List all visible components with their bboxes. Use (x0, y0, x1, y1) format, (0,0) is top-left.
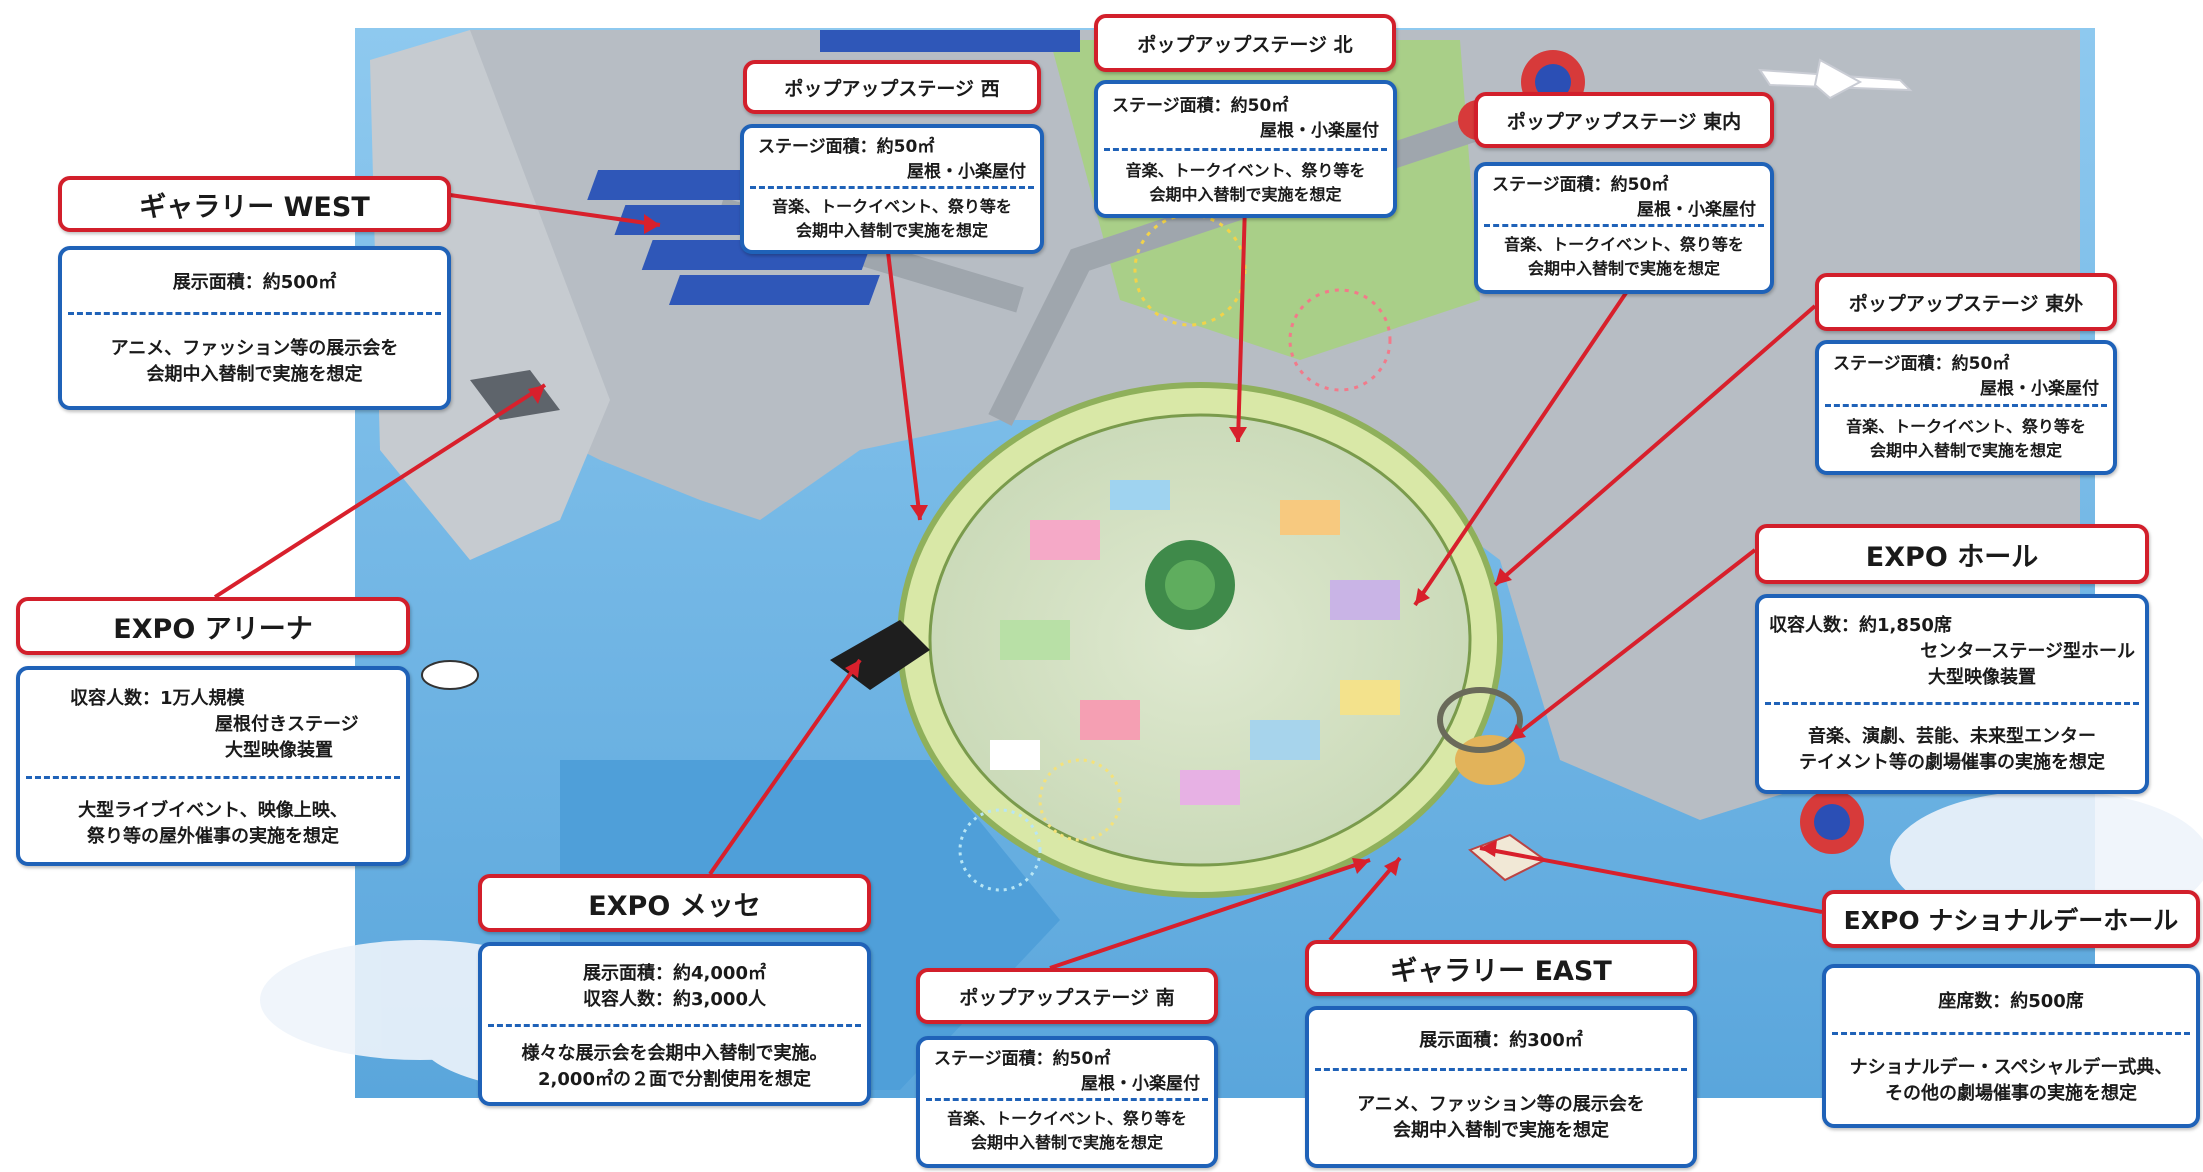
national-day-hall-seats: 座席数：約500席 (1938, 991, 2084, 1012)
gallery-west-info: 展示面積：約500㎡ アニメ、ファッション等の展示会を 会期中入替制で実施を想定 (58, 246, 451, 410)
popup-east-outer-info: ステージ面積：約50㎡ 屋根・小楽屋付 音楽、トークイベント、祭り等を 会期中入… (1815, 340, 2117, 475)
popup-west-desc-1: 音楽、トークイベント、祭り等を (772, 197, 1012, 216)
expo-hall-desc-1: 音楽、演劇、芸能、未来型エンター (1808, 726, 2096, 747)
popup-west-roof: 屋根・小楽屋付 (907, 162, 1026, 182)
popup-north-info: ステージ面積：約50㎡ 屋根・小楽屋付 音楽、トークイベント、祭り等を 会期中入… (1094, 80, 1397, 218)
expo-messe-desc-1: 様々な展示会を会期中入替制で実施。 (521, 1043, 828, 1064)
popup-east-inner-desc-2: 会期中入替制で実施を想定 (1527, 259, 1720, 278)
expo-arena-desc-2: 祭り等の屋外催事の実施を想定 (87, 826, 339, 847)
expo-hall-info: 収容人数：約1,850席 センターステージ型ホール 大型映像装置 音楽、演劇、芸… (1755, 594, 2149, 794)
airplane-icon (1758, 58, 1913, 100)
boat-icon (421, 660, 479, 690)
national-day-hall-desc-2: その他の劇場催事の実施を想定 (1885, 1083, 2137, 1104)
national-day-hall-desc-1: ナショナルデー・スペシャルデー式典、 (1849, 1057, 2173, 1078)
gallery-east-desc-1: アニメ、ファッション等の展示会を (1357, 1094, 1645, 1115)
gallery-east-title: ギャラリー EAST (1305, 940, 1697, 996)
pavilion-buildings (990, 480, 1400, 805)
popup-north-desc-1: 音楽、トークイベント、祭り等を (1125, 161, 1366, 180)
gallery-west-desc-1: アニメ、ファッション等の展示会を (110, 338, 399, 359)
popup-west-area: ステージ面積：約50㎡ (758, 137, 935, 157)
expo-hall-screen: 大型映像装置 (1928, 667, 2036, 688)
popup-east-inner-roof: 屋根・小楽屋付 (1637, 200, 1756, 220)
west-pier (370, 30, 610, 560)
popup-west-desc-2: 会期中入替制で実施を想定 (795, 221, 988, 240)
popup-south-info: ステージ面積：約50㎡ 屋根・小楽屋付 音楽、トークイベント、祭り等を 会期中入… (916, 1036, 1218, 1168)
leader-lines (213, 193, 1823, 970)
gallery-west-area: 展示面積：約500㎡ (172, 272, 337, 293)
expo-arena-screen: 大型映像装置 (225, 740, 333, 761)
expo-hall-building (1455, 735, 1525, 785)
expo-hall-desc-2: テイメント等の劇場催事の実施を想定 (1799, 752, 2105, 773)
gallery-east-info: 展示面積：約300㎡ アニメ、ファッション等の展示会を 会期中入替制で実施を想定 (1305, 1006, 1697, 1168)
popup-south-roof: 屋根・小楽屋付 (1081, 1074, 1200, 1094)
expo-arena-building (470, 370, 560, 420)
gallery-west-title: ギャラリー WEST (58, 176, 451, 232)
popup-south-title: ポップアップステージ 南 (916, 968, 1218, 1024)
popup-north-area: ステージ面積：約50㎡ (1112, 96, 1289, 116)
expo-hall-roof (1437, 687, 1523, 753)
national-day-hall-title: EXPO ナショナルデーホール (1822, 890, 2200, 948)
popup-east-inner-area: ステージ面積：約50㎡ (1492, 175, 1669, 195)
expo-hall-capacity: 収容人数：約1,850席 (1769, 615, 1952, 636)
popup-south-area: ステージ面積：約50㎡ (934, 1049, 1111, 1069)
popup-east-outer-desc-2: 会期中入替制で実施を想定 (1869, 441, 2062, 460)
expo-messe-capacity: 収容人数：約3,000人 (583, 989, 766, 1010)
hot-air-balloon-icon (1458, 50, 1864, 854)
popup-east-outer-title: ポップアップステージ 東外 (1815, 273, 2117, 331)
popup-east-inner-title: ポップアップステージ 東内 (1474, 92, 1774, 148)
popup-south-desc-1: 音楽、トークイベント、祭り等を (947, 1109, 1187, 1128)
popup-east-outer-roof: 屋根・小楽屋付 (1980, 379, 2099, 399)
popup-north-roof: 屋根・小楽屋付 (1260, 121, 1379, 141)
popup-south-desc-2: 会期中入替制で実施を想定 (970, 1133, 1163, 1152)
expo-arena-info: 収容人数：1万人規模 屋根付きステージ 大型映像装置 大型ライブイベント、映像上… (16, 666, 410, 866)
popup-east-outer-desc-1: 音楽、トークイベント、祭り等を (1846, 417, 2086, 436)
national-day-hall-info: 座席数：約500席 ナショナルデー・スペシャルデー式典、 その他の劇場催事の実施… (1822, 964, 2200, 1128)
expo-messe-desc-2: 2,000㎡の２面で分割使用を想定 (538, 1069, 811, 1090)
expo-messe-info: 展示面積：約4,000㎡ 収容人数：約3,000人 様々な展示会を会期中入替制で… (478, 942, 871, 1106)
leader-arrowheads (528, 214, 1526, 876)
popup-east-inner-desc-1: 音楽、トークイベント、祭り等を (1504, 235, 1744, 254)
popup-east-outer-area: ステージ面積：約50㎡ (1833, 354, 2010, 374)
popup-west-title: ポップアップステージ 西 (743, 60, 1041, 114)
expo-hall-type: センターステージ型ホール (1920, 641, 2135, 662)
popup-east-inner-info: ステージ面積：約50㎡ 屋根・小楽屋付 音楽、トークイベント、祭り等を 会期中入… (1474, 162, 1774, 294)
expo-arena-capacity: 収容人数：1万人規模 (70, 688, 245, 709)
popup-north-title: ポップアップステージ 北 (1094, 14, 1396, 72)
gallery-east-desc-2: 会期中入替制で実施を想定 (1393, 1120, 1609, 1141)
expo-arena-stage: 屋根付きステージ (215, 714, 359, 735)
expo-messe-area: 展示面積：約4,000㎡ (583, 963, 766, 984)
popup-north-desc-2: 会期中入替制で実施を想定 (1149, 185, 1342, 204)
popup-west-info: ステージ面積：約50㎡ 屋根・小楽屋付 音楽、トークイベント、祭り等を 会期中入… (740, 124, 1044, 254)
gallery-east-area: 展示面積：約300㎡ (1419, 1030, 1583, 1051)
expo-arena-desc-1: 大型ライブイベント、映像上映、 (78, 800, 348, 821)
expo-arena-title: EXPO アリーナ (16, 597, 410, 655)
expo-hall-title: EXPO ホール (1755, 524, 2149, 584)
expo-messe-title: EXPO メッセ (478, 874, 871, 932)
gallery-west-desc-2: 会期中入替制で実施を想定 (146, 364, 363, 385)
